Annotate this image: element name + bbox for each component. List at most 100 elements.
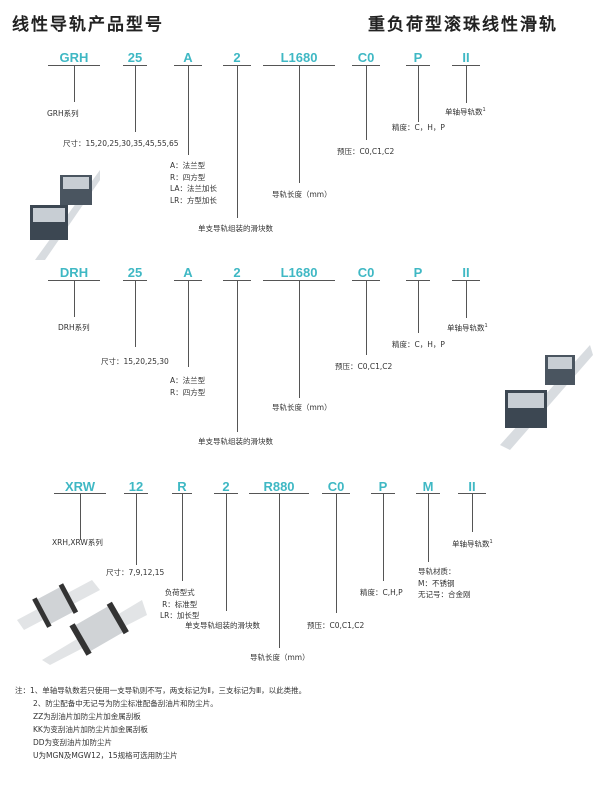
- segment-label: GRH系列: [47, 108, 79, 120]
- code-segment-c0: C0: [357, 265, 375, 280]
- code-segment-2: 2: [233, 265, 241, 280]
- note-line: U为MGN及MGW12，15规格可选用防尘片: [33, 751, 178, 760]
- segment-label: 预压：C0,C1,C2: [307, 620, 364, 632]
- segment-label: 尺寸：15,20,25,30,35,45,55,65: [63, 138, 179, 150]
- label-line: 精度：C,H,P: [360, 588, 403, 597]
- label-line: DRH系列: [58, 323, 90, 332]
- label-line: M：不锈钢: [418, 578, 455, 588]
- segment-label: 单支导轨组装的滑块数: [198, 436, 273, 448]
- leader-line: [466, 280, 467, 318]
- label-line: 单支导轨组装的滑块数: [198, 224, 273, 233]
- segment-label: 导轨长度（mm）: [272, 189, 332, 201]
- leader-line: [135, 65, 136, 132]
- note-line: 2、防尘配备中无记号为防尘标准配备刮油片和防尘片。: [33, 699, 218, 708]
- code-segment-l1680: L1680: [280, 265, 318, 280]
- leader-line: [366, 280, 367, 355]
- leader-line: [237, 280, 238, 432]
- leader-line: [237, 65, 238, 218]
- label-line: 单轴导轨数1: [452, 539, 493, 549]
- code-segment-grh: GRH: [59, 50, 89, 65]
- code-segment-xrw: XRW: [64, 479, 96, 494]
- code-segment-25: 25: [127, 50, 143, 65]
- label-line: 无记号：合金刚: [418, 590, 471, 599]
- segment-label: 单轴导轨数1: [445, 105, 486, 118]
- code-segment-ii: II: [462, 265, 470, 280]
- leader-line: [466, 65, 467, 103]
- segment-label: 单轴导轨数1: [447, 321, 488, 334]
- note-line: KK为变刮油片加防尘片加金属刮板: [33, 725, 148, 734]
- code-segment-ii: II: [468, 479, 476, 494]
- leader-line: [279, 493, 280, 648]
- leader-line: [188, 280, 189, 367]
- segment-label: 预压：C0,C1,C2: [337, 146, 394, 158]
- segment-label: 精度：C，H，P: [392, 122, 445, 134]
- label-line: R：四方型: [170, 387, 206, 397]
- leader-line: [299, 280, 300, 398]
- leader-line: [80, 493, 81, 540]
- segment-label: 单轴导轨数1: [452, 537, 493, 550]
- segment-label: 预压：C0,C1,C2: [335, 361, 392, 373]
- segment-label: DRH系列: [58, 322, 90, 334]
- guide-rail-image-1: [30, 170, 100, 260]
- code-segment-25: 25: [127, 265, 143, 280]
- label-line: 单支导轨组装的滑块数: [198, 437, 273, 446]
- code-segment-m: M: [422, 479, 434, 494]
- label-line: 导轨长度（mm）: [272, 403, 332, 412]
- leader-line: [418, 280, 419, 333]
- code-segment-l1680: L1680: [280, 50, 318, 65]
- label-line: 尺寸：7,9,12,15: [106, 568, 165, 577]
- label-line: LA：法兰加长: [170, 184, 217, 193]
- label-line: 导轨长度（mm）: [250, 653, 310, 662]
- segment-label: 导轨长度（mm）: [272, 402, 332, 414]
- segment-label: 导轨材质： M：不锈钢无记号：合金刚: [418, 566, 471, 601]
- leader-line: [182, 493, 183, 581]
- label-line: GRH系列: [47, 109, 79, 118]
- code-segment-c0: C0: [327, 479, 345, 494]
- segment-label: 精度：C，H，P: [392, 339, 445, 351]
- code-segment-2: 2: [222, 479, 230, 494]
- label-line: 导轨材质：: [418, 567, 456, 576]
- leader-line: [366, 65, 367, 140]
- label-line: 预压：C0,C1,C2: [307, 621, 365, 630]
- segment-label: 单支导轨组装的滑块数: [198, 223, 273, 235]
- leader-line: [472, 493, 473, 532]
- code-segment-p: P: [413, 50, 423, 65]
- label-line: 单支导轨组装的滑块数: [185, 621, 260, 630]
- leader-line: [336, 493, 337, 613]
- code-segment-12: 12: [128, 479, 144, 494]
- code-segment-p: P: [413, 265, 423, 280]
- page-subtitle: 重负荷型滚珠线性滑轨: [368, 15, 558, 35]
- segment-label: 精度：C,H,P: [360, 587, 403, 599]
- leader-line: [135, 280, 136, 347]
- leader-line: [74, 280, 75, 317]
- code-segment-p: P: [378, 479, 388, 494]
- code-segment-ii: II: [462, 50, 470, 65]
- code-segment-drh: DRH: [59, 265, 89, 280]
- segment-label: A：法兰型 R：四方型: [170, 375, 205, 398]
- footnote-mark: 1: [482, 107, 486, 113]
- guide-rail-image-2: [500, 345, 593, 450]
- leader-line: [74, 65, 75, 102]
- code-segment-r880: R880: [263, 479, 295, 494]
- code-segment-c0: C0: [357, 50, 375, 65]
- label-line: 尺寸：15,20,25,30: [101, 357, 169, 366]
- segment-label: 尺寸：7,9,12,15: [106, 567, 164, 579]
- label-line: 单轴导轨数1: [447, 323, 488, 333]
- label-line: LR：加长型: [160, 611, 200, 620]
- miniature-rail-image: [17, 580, 147, 665]
- label-line: 精度：C，H，P: [392, 340, 445, 349]
- label-line: A：法兰型: [170, 161, 206, 170]
- leader-line: [299, 65, 300, 183]
- code-segment-r: R: [177, 479, 187, 494]
- code-segment-a: A: [183, 50, 193, 65]
- leader-line: [383, 493, 384, 581]
- label-line: A：法兰型: [170, 376, 206, 385]
- note-line: ZZ为刮油片加防尘片加金属刮板: [33, 712, 141, 721]
- label-line: R：标准型: [162, 599, 198, 609]
- segment-label: XRH,XRW系列: [52, 537, 103, 549]
- segment-label: 单支导轨组装的滑块数: [185, 620, 260, 632]
- label-line: 尺寸：15,20,25,30,35,45,55,65: [63, 139, 179, 148]
